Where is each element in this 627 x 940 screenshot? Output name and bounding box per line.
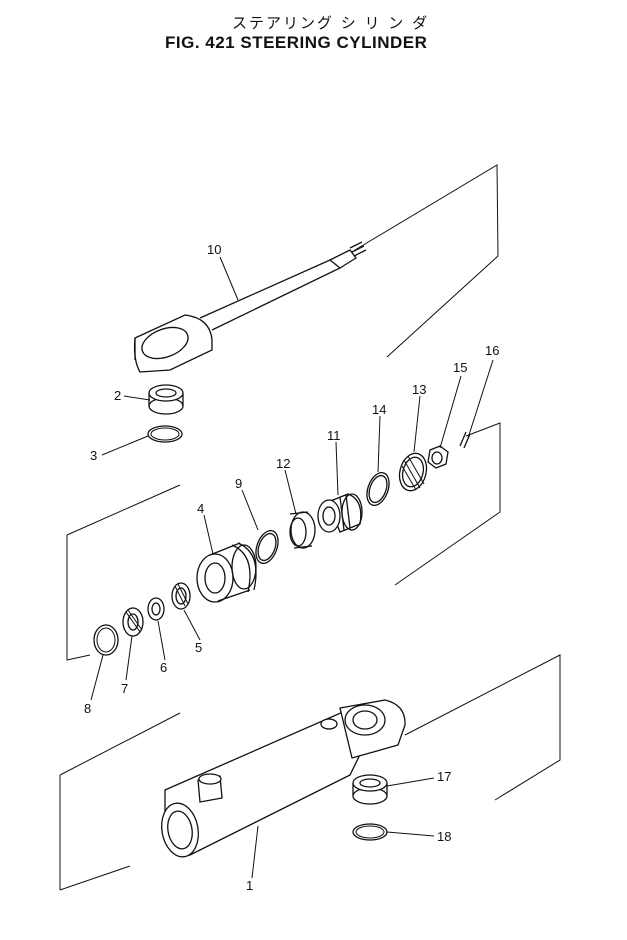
label-part-16: 16 (485, 343, 499, 358)
part-16-pin (459, 431, 471, 449)
label-part-1: 1 (246, 878, 253, 893)
part-13-wear-ring (398, 452, 428, 492)
part-5-bearing (171, 582, 191, 610)
label-part-18: 18 (437, 829, 451, 844)
label-part-6: 6 (160, 660, 167, 675)
part-11-piston (317, 493, 363, 533)
label-part-3: 3 (90, 448, 97, 463)
leader-lines (90, 256, 494, 879)
part-9-o-ring (255, 530, 279, 564)
part-15-nut (427, 445, 449, 469)
label-part-10: 10 (207, 242, 221, 257)
part-7-seal (122, 607, 144, 637)
part-14-o-ring (366, 472, 390, 506)
figure-title: FIG. 421 STEERING CYLINDER (165, 33, 428, 52)
part-labels: 10 2 3 4 9 12 11 14 13 15 16 5 6 7 8 17 … (84, 242, 499, 893)
part-6-washer (147, 597, 165, 621)
group-outline-lines (59, 164, 561, 891)
part-10-piston-rod (133, 241, 367, 373)
part-3-snap-ring (147, 425, 183, 443)
label-part-13: 13 (412, 382, 426, 397)
part-8-snap-ring (93, 624, 119, 656)
label-part-11: 11 (327, 428, 341, 443)
label-part-7: 7 (121, 681, 128, 696)
label-part-2: 2 (114, 388, 121, 403)
part-18-snap-ring (352, 823, 388, 841)
label-part-9: 9 (235, 476, 242, 491)
label-part-8: 8 (84, 701, 91, 716)
label-part-14: 14 (372, 402, 386, 417)
part-4-cylinder-head (196, 542, 257, 603)
label-part-5: 5 (195, 640, 202, 655)
part-17-bushing (352, 774, 388, 805)
figure-title-japanese: ステアリング シ リ ン ダ (232, 14, 430, 32)
part-1-cylinder-tube (161, 699, 406, 858)
part-2-bushing (148, 384, 184, 415)
label-part-17: 17 (437, 769, 451, 784)
label-part-15: 15 (453, 360, 467, 375)
label-part-12: 12 (276, 456, 290, 471)
label-part-4: 4 (197, 501, 204, 516)
part-12-ring (289, 511, 316, 549)
